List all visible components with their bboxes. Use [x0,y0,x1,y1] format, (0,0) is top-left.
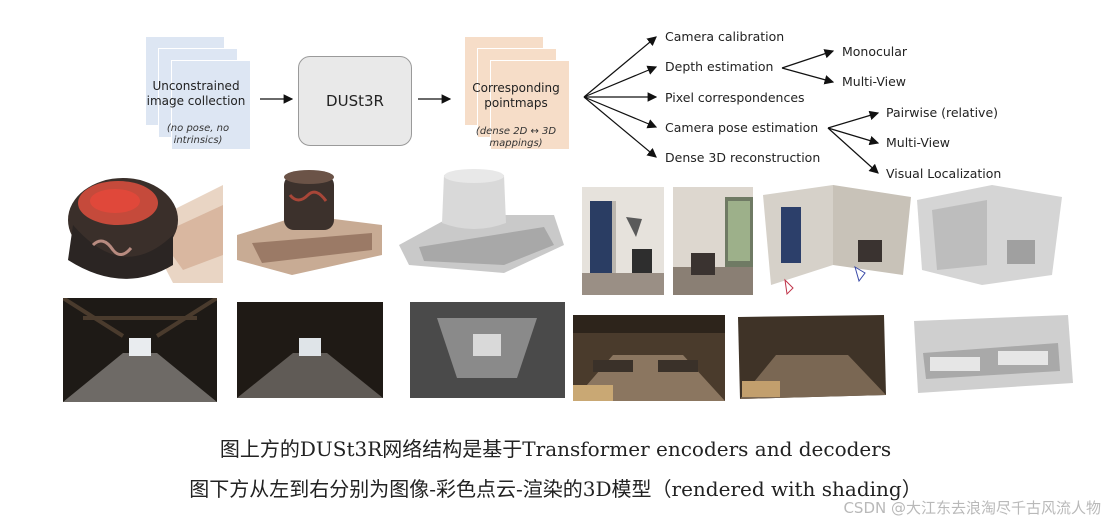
room-color-reconstruction [763,185,911,297]
arrow-right-icon [827,127,879,174]
arrow-right-icon [781,49,835,69]
room-photo-2 [673,187,753,295]
task-dense-reconstruction: Dense 3D reconstruction [665,150,821,165]
bridge-photo [63,298,217,402]
arrow-right-icon [583,96,657,158]
arrow-right-icon [827,127,880,146]
cup-shaded-mesh [394,165,566,283]
dust3r-model-box: DUSt3R [298,56,412,146]
cup-input-image [63,165,223,283]
input-label: Unconstrained image collection [146,79,246,108]
cup-color-pointcloud [232,165,392,283]
theater-color-pointcloud [736,313,890,401]
caption-line-2: 图下方从左到右分别为图像-彩色点云-渲染的3D模型（rendered with … [189,477,922,501]
room-shaded-reconstruction [912,185,1072,297]
watermark: CSDN @大江东去浪淘尽千古风流人物 [843,499,1101,517]
room-photo-1 [582,187,664,295]
arrow-right-icon [583,96,658,129]
input-card-front [171,60,251,150]
model-label: DUSt3R [326,92,384,110]
task-multi-view-pose: Multi-View [886,135,950,150]
task-camera-pose-estimation: Camera pose estimation [665,120,819,135]
task-pairwise: Pairwise (relative) [886,105,999,120]
theater-shaded-mesh [908,313,1078,401]
bridge-color-pointcloud [233,298,387,402]
bridge-shaded-mesh [407,298,569,402]
pointmap-card-front [490,60,570,150]
task-camera-calibration: Camera calibration [665,29,785,44]
task-multi-view-depth: Multi-View [842,74,906,89]
pipeline-arrows [260,36,880,174]
theater-photo [573,315,725,401]
task-visual-localization: Visual Localization [886,166,1002,181]
caption-line-1: 图上方的DUSt3R网络结构是基于Transformer encoders an… [219,437,892,461]
arrow-right-icon [781,67,835,85]
arrow-right-icon [583,36,657,98]
task-pixel-correspondences: Pixel correspondences [665,90,805,105]
task-depth-estimation: Depth estimation [665,59,774,74]
input-note: (no pose, no intrinsics) [166,123,230,146]
task-monocular: Monocular [842,44,908,59]
arrow-right-icon [827,110,880,129]
arrow-right-icon [583,65,658,98]
output-label: Corresponding pointmaps [472,81,560,110]
output-note: (dense 2D ↔ 3D mappings) [475,126,557,149]
